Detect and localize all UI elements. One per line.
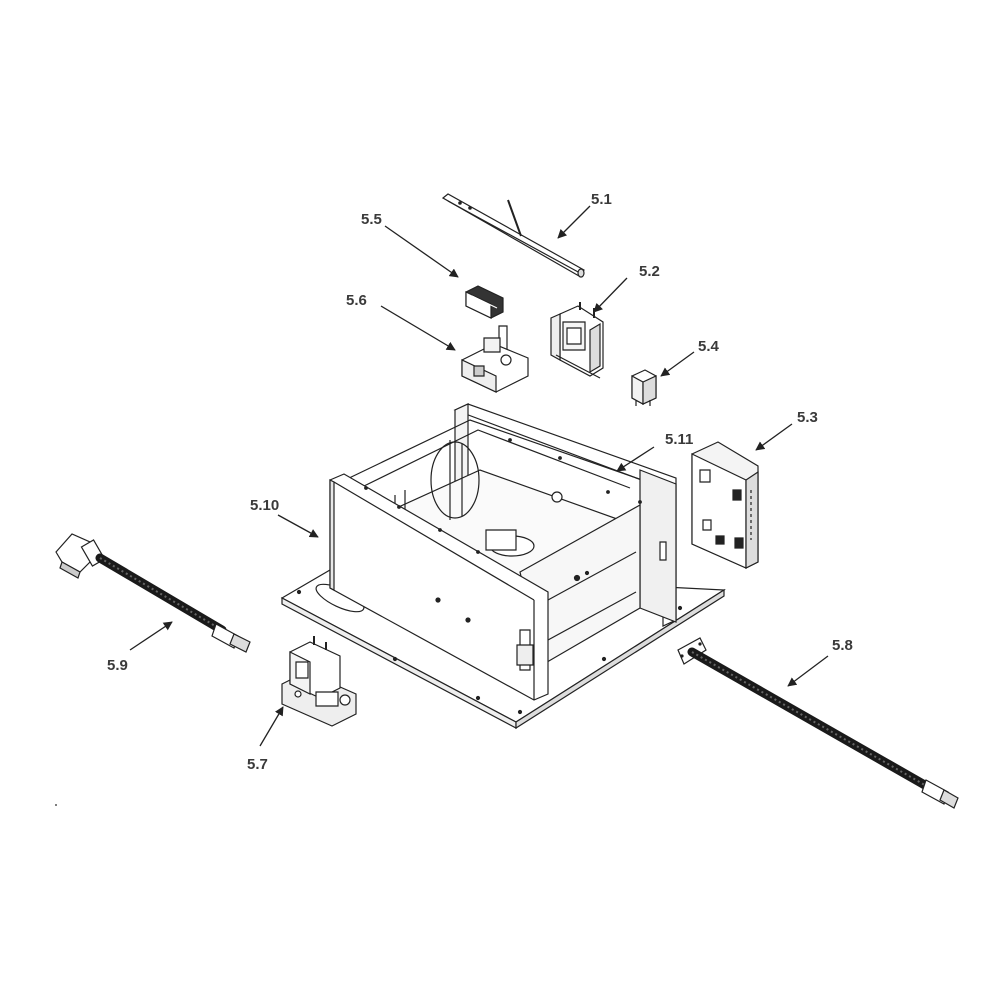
callout-5-9: 5.9 [107, 657, 128, 674]
callout-5-4: 5.4 [698, 338, 719, 355]
transformer [551, 302, 603, 378]
leader-5-10 [277, 514, 319, 538]
callout-5-2: 5.2 [639, 263, 660, 280]
callout-5-6: 5.6 [346, 292, 367, 309]
leader-5-11 [616, 446, 655, 472]
gas-supply-hose-flanged [678, 638, 958, 808]
relay [632, 370, 656, 406]
callout-5-5: 5.5 [361, 211, 382, 228]
leader-5-1 [557, 205, 591, 239]
leader-5-9 [129, 621, 173, 651]
leader-5-2 [593, 277, 628, 313]
callout-5-8: 5.8 [832, 637, 853, 654]
igniter-rod [443, 194, 584, 277]
leader-5-8 [787, 655, 829, 687]
control-board [692, 442, 758, 568]
callout-5-7: 5.7 [247, 756, 268, 773]
leader-5-5 [384, 225, 459, 278]
combustion-chamber-housing [330, 404, 676, 700]
gas-valve [282, 636, 356, 726]
gas-supply-hose-fitting [56, 534, 250, 652]
leader-arrows [129, 205, 829, 747]
callout-5-11: 5.11 [665, 431, 694, 448]
leader-5-6 [380, 305, 456, 351]
leader-5-7 [259, 706, 284, 747]
leader-5-4 [660, 351, 695, 377]
callout-5-3: 5.3 [797, 409, 818, 426]
callout-5-10: 5.10 [250, 497, 280, 514]
pressure-switch-assembly [462, 326, 528, 392]
leader-5-3 [755, 423, 793, 451]
stray-dot [55, 804, 57, 806]
small-module [466, 286, 503, 318]
callout-5-1: 5.1 [591, 191, 612, 208]
